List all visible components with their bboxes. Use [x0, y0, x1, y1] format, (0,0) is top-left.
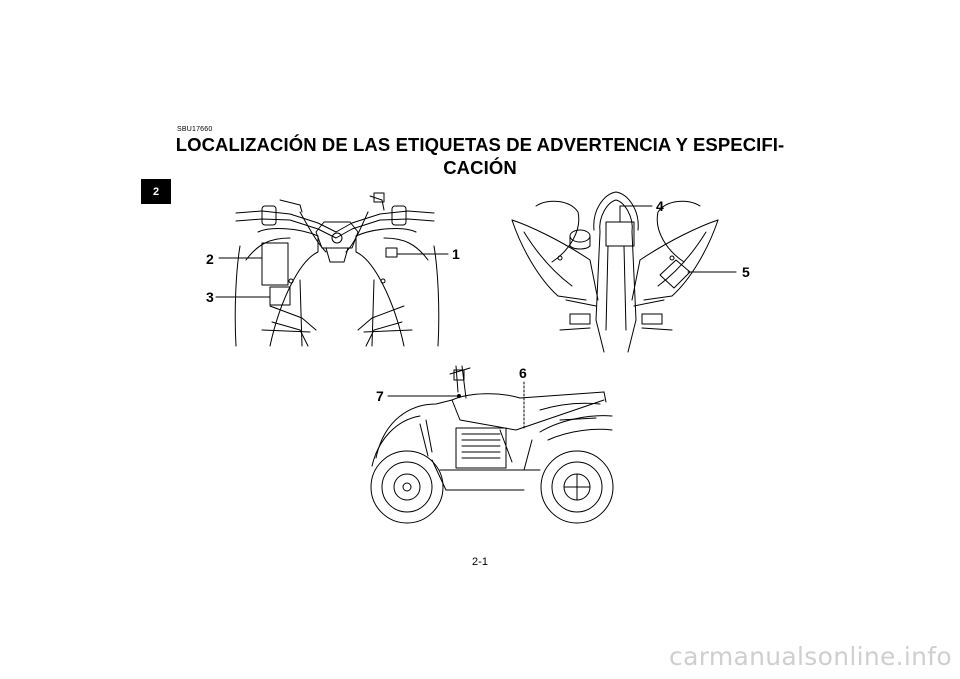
label-5-outline: [659, 259, 691, 289]
label-2-outline: [261, 242, 289, 286]
page-number: 2-1: [472, 556, 488, 568]
callout-4: 4: [656, 198, 664, 214]
callout-3: 3: [206, 289, 214, 305]
callout-2: 2: [206, 251, 214, 267]
callout-6: 6: [519, 365, 527, 381]
atv-side-view: 6 7: [370, 365, 614, 524]
label-3-outline: [269, 286, 291, 306]
document-code: SBU17660: [177, 126, 213, 133]
atv-rear-view: 4 5: [511, 191, 750, 353]
page-title-line-1: LOCALIZACIÓN DE LAS ETIQUETAS DE ADVERTE…: [175, 134, 785, 155]
callout-5: 5: [742, 264, 750, 280]
label-4-outline: [605, 221, 635, 247]
page-title-line-2: CACIÓN: [443, 157, 517, 178]
watermark: carmanualsonline.info: [669, 642, 952, 671]
page-title: LOCALIZACIÓN DE LAS ETIQUETAS DE ADVERTE…: [170, 133, 790, 179]
callout-1: 1: [452, 246, 460, 262]
label-1-outline: [385, 247, 398, 258]
callout-7: 7: [376, 388, 384, 404]
atv-front-view: 1 2 3: [206, 192, 460, 347]
chapter-tab: 2: [141, 179, 171, 204]
label-7-marker: [457, 394, 461, 398]
